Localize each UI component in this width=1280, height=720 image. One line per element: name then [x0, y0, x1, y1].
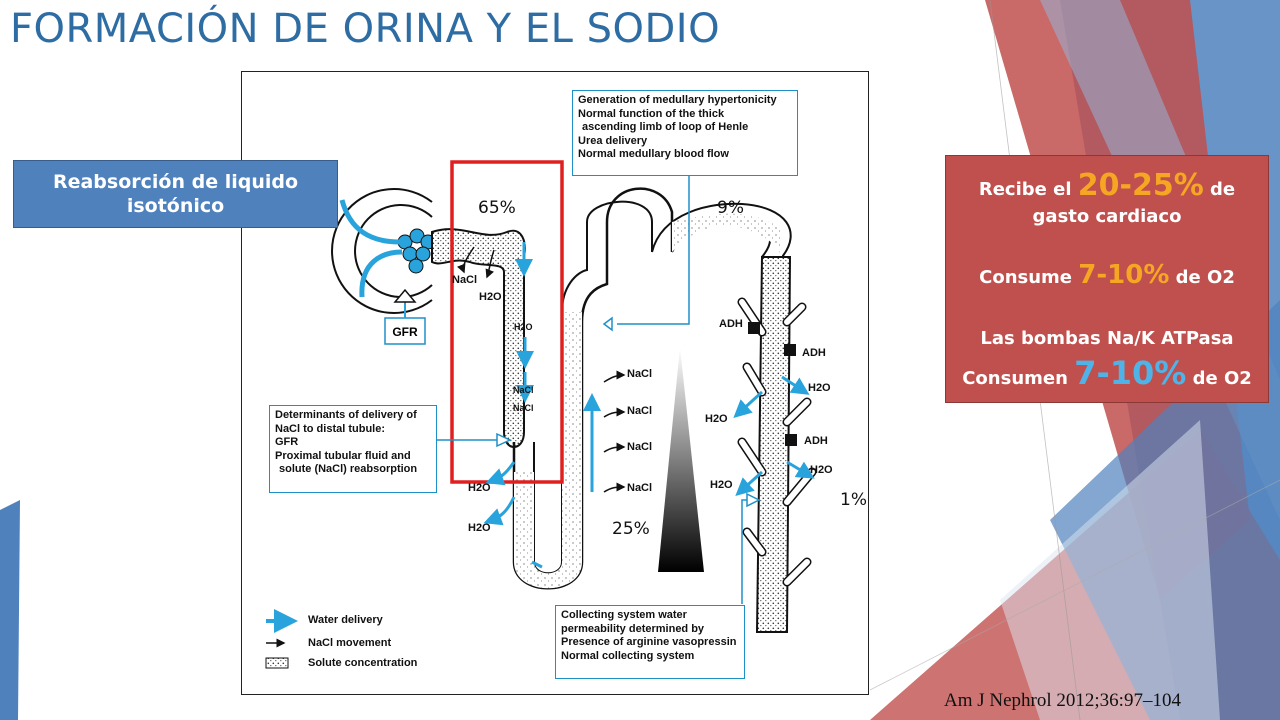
- nacl-label: NaCl: [452, 274, 478, 286]
- pct-collecting: 1%: [840, 490, 867, 510]
- nacl-label: NaCl: [513, 403, 534, 413]
- info-highlight-blue: 7-10%: [1074, 354, 1187, 392]
- h2o-label: H2O: [468, 522, 491, 534]
- adh-label: ADH: [802, 347, 826, 359]
- pct-distal: 9%: [717, 198, 744, 218]
- adh-marker: [785, 434, 797, 446]
- reabsorcion-label: Reabsorción de liquido isotónico: [52, 171, 299, 217]
- legend-solute-symbol: [265, 657, 289, 669]
- h2o-label: H2O: [810, 464, 833, 476]
- info-highlight: 7-10%: [1078, 260, 1170, 290]
- top-box-line: Generation of medullary hypertonicity: [578, 94, 777, 106]
- left-box-line: NaCl to distal tubule:: [275, 422, 385, 435]
- gfr-arrow: [393, 288, 417, 303]
- top-box-line: Normal function of the thick: [578, 107, 725, 120]
- legend-solute: Solute concentration: [308, 657, 418, 669]
- h2o-label: H2O: [479, 291, 502, 303]
- bottom-box-line: Presence of arginine vasopressin: [561, 636, 737, 648]
- nacl-arrows: [457, 246, 626, 493]
- pct-proximal: 65%: [478, 198, 516, 218]
- proximal-highlight: [450, 160, 564, 484]
- gfr-box: [384, 317, 426, 345]
- collecting-duct: [755, 256, 792, 633]
- h2o-label: H2O: [808, 382, 831, 394]
- adh-label: ADH: [719, 318, 743, 330]
- h2o-label: H2O: [710, 479, 733, 491]
- info-highlight: 20-25%: [1077, 168, 1204, 203]
- bottom-box-line: permeability determined by: [561, 622, 705, 635]
- medullary-gradient: [658, 347, 704, 572]
- deco-left-blue: [0, 500, 20, 720]
- h2o-label: H2O: [514, 322, 533, 332]
- info-box: Recibe el 20-25% de gasto cardiaco Consu…: [945, 155, 1269, 403]
- info-line-4: Las bombas Na/K ATPasa: [980, 328, 1234, 349]
- left-info-box: Determinants of delivery of NaCl to dist…: [269, 405, 437, 493]
- left-box-line: Determinants of delivery of: [275, 409, 417, 421]
- adh-marker: [748, 322, 760, 334]
- water-arrows: [483, 242, 815, 526]
- info-line-2: gasto cardiaco: [1032, 206, 1182, 227]
- top-box-line: Normal medullary blood flow: [578, 148, 729, 160]
- glomerulus: [331, 188, 436, 314]
- bottom-box-line: Normal collecting system: [561, 649, 695, 662]
- legend-water: Water delivery: [308, 614, 383, 626]
- bottom-info-box: Collecting system water permeability det…: [555, 605, 745, 679]
- bottom-box-line: Collecting system water: [561, 609, 687, 621]
- nacl-label: NaCl: [627, 405, 653, 417]
- nephron-diagram: GFR: [265, 160, 817, 669]
- nacl-label: NaCl: [627, 441, 653, 453]
- h2o-label: H2O: [705, 413, 728, 425]
- citation: Am J Nephrol 2012;36:97–104: [944, 690, 1181, 711]
- nacl-label: NaCl: [513, 385, 534, 395]
- nacl-label: NaCl: [627, 368, 653, 380]
- legend-nacl: NaCl movement: [308, 637, 392, 649]
- h2o-label: H2O: [468, 482, 491, 494]
- adh-label: ADH: [804, 435, 828, 447]
- info-line-3: Consume 7-10% de O2: [979, 260, 1235, 290]
- top-box-line: ascending limb of loop of Henle: [582, 121, 749, 133]
- top-box-line: Urea delivery: [578, 134, 648, 147]
- nephron-figure: GFR: [241, 71, 869, 695]
- info-line-5: Consumen 7-10% de O2: [962, 354, 1252, 392]
- gfr-label: GFR: [392, 325, 418, 339]
- proximal-tubule: [431, 228, 526, 448]
- deco-thin-line-2: [869, 479, 1280, 691]
- pct-loop: 25%: [612, 519, 650, 539]
- page-title: FORMACIÓN DE ORINA Y EL SODIO: [10, 6, 721, 52]
- info-line-1: Recibe el 20-25% de: [978, 168, 1236, 203]
- left-box-line: solute (NaCl) reabsorption: [279, 463, 418, 475]
- top-info-box: Generation of medullary hypertonicity No…: [572, 90, 798, 176]
- nacl-label: NaCl: [627, 482, 653, 494]
- deco-pale-lower: [1000, 420, 1220, 720]
- left-box-line: GFR: [275, 436, 299, 448]
- reabsorcion-box: Reabsorción de liquido isotónico: [13, 160, 338, 228]
- adh-marker: [784, 344, 796, 356]
- left-box-line: Proximal tubular fluid and: [275, 449, 411, 462]
